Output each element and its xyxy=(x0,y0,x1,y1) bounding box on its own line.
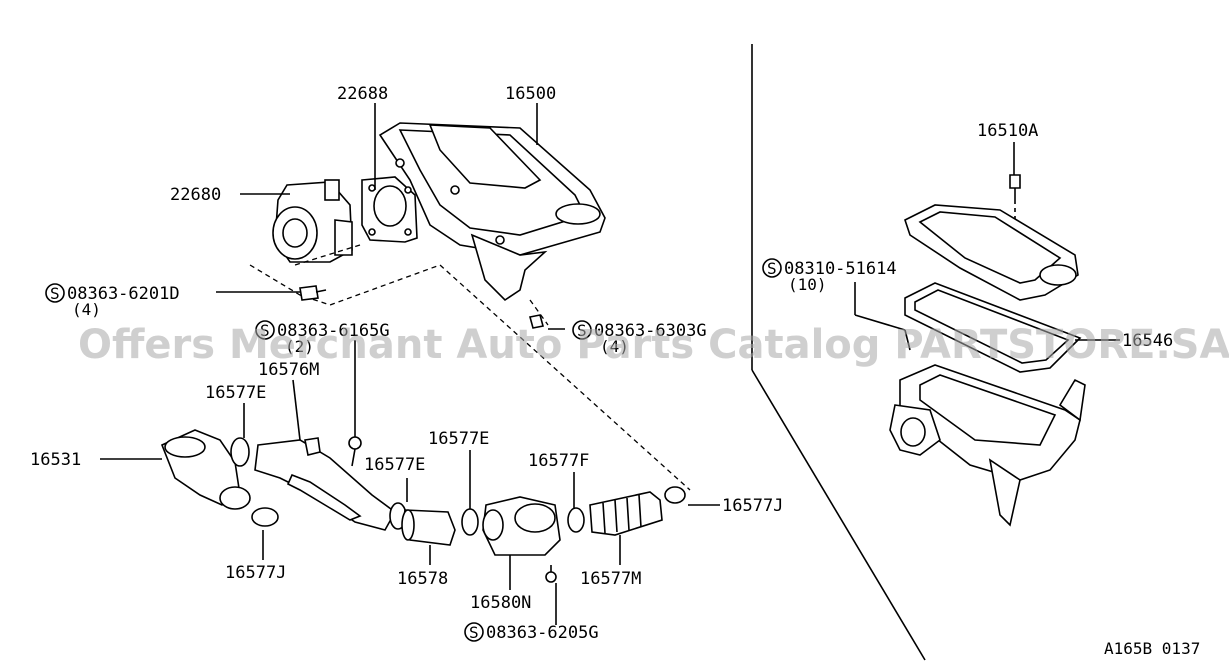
leader-lines xyxy=(100,103,1120,625)
svg-text:S: S xyxy=(767,259,777,278)
label-08363-6205G[interactable]: 08363-6205G xyxy=(486,623,599,643)
label-16578[interactable]: 16578 xyxy=(397,569,448,589)
air-cleaner-lower-case[interactable] xyxy=(889,364,1086,527)
svg-text:S: S xyxy=(50,284,60,303)
label-08363-6165G[interactable]: 08363-6165G xyxy=(277,321,390,341)
label-08310-51614-qty: (10) xyxy=(788,275,827,294)
label-16531[interactable]: 16531 xyxy=(30,450,81,470)
label-08363-6165G-qty: (2) xyxy=(285,337,314,356)
clamp-16577E-a[interactable] xyxy=(230,437,250,467)
label-08363-6303G[interactable]: 08363-6303G xyxy=(594,321,707,341)
mounting-outline-2 xyxy=(294,244,361,266)
label-16510A[interactable]: 16510A xyxy=(977,121,1038,141)
air-cleaner-housing-16500[interactable] xyxy=(378,122,606,302)
clamp-16577E-c[interactable] xyxy=(461,508,479,536)
diagram-code: A165B 0137 xyxy=(1104,639,1200,658)
label-16577M[interactable]: 16577M xyxy=(580,569,641,589)
intake-duct-16576M[interactable] xyxy=(254,437,397,531)
s-mark-icon: S xyxy=(45,283,65,303)
bellows-hose-16577M[interactable] xyxy=(589,491,663,536)
clamp-16577J-b[interactable] xyxy=(664,486,686,504)
svg-text:S: S xyxy=(260,321,270,340)
divider-diagonal xyxy=(751,369,926,661)
watermark-text: Offers Merchant Auto Parts Catalog PARTS… xyxy=(78,322,1229,368)
label-16576M[interactable]: 16576M xyxy=(258,360,319,380)
resonator-16580N[interactable] xyxy=(482,496,561,556)
bolt-08363-6303G[interactable] xyxy=(529,314,544,329)
label-08310-51614[interactable]: 08310-51614 xyxy=(784,259,897,279)
screw-08310-51614[interactable] xyxy=(904,329,911,351)
gasket-22688[interactable] xyxy=(361,176,418,243)
s-mark-icon: S xyxy=(255,320,275,340)
label-16577J-a[interactable]: 16577J xyxy=(225,563,286,583)
bolt-08363-6201D[interactable] xyxy=(299,285,327,301)
label-16500[interactable]: 16500 xyxy=(505,84,556,104)
label-08363-6303G-qty: (4) xyxy=(600,337,629,356)
label-08363-6201D-qty: (4) xyxy=(72,300,101,319)
label-16546[interactable]: 16546 xyxy=(1122,331,1173,351)
label-16577E-b[interactable]: 16577E xyxy=(364,455,425,475)
airflow-meter-22680[interactable] xyxy=(272,179,353,263)
label-16577E-a[interactable]: 16577E xyxy=(205,383,266,403)
bolt-16510A[interactable] xyxy=(1009,174,1021,228)
label-16577J-b[interactable]: 16577J xyxy=(722,496,783,516)
clamp-16577F[interactable] xyxy=(567,507,585,533)
label-16580N[interactable]: 16580N xyxy=(470,593,531,613)
air-cleaner-cover[interactable] xyxy=(904,204,1079,301)
s-mark-icon: S xyxy=(762,258,782,278)
svg-text:S: S xyxy=(469,623,479,642)
svg-text:S: S xyxy=(577,321,587,340)
s-mark-icon: S xyxy=(572,320,592,340)
bolt-08363-6165G[interactable] xyxy=(348,436,362,467)
bolt-08363-6205G[interactable] xyxy=(545,565,557,583)
air-filter-element-16546[interactable] xyxy=(904,282,1082,373)
label-16577E-c[interactable]: 16577E xyxy=(428,429,489,449)
clamp-16577J-a[interactable] xyxy=(251,507,279,527)
s-mark-icon: S xyxy=(464,622,484,642)
label-22688[interactable]: 22688 xyxy=(337,84,388,104)
label-16577F[interactable]: 16577F xyxy=(528,451,589,471)
mounting-outline xyxy=(249,264,691,491)
label-08363-6201D[interactable]: 08363-6201D xyxy=(67,284,180,304)
label-22680[interactable]: 22680 xyxy=(170,185,221,205)
hose-16578[interactable] xyxy=(401,509,456,546)
air-inlet-16531[interactable] xyxy=(160,429,251,510)
